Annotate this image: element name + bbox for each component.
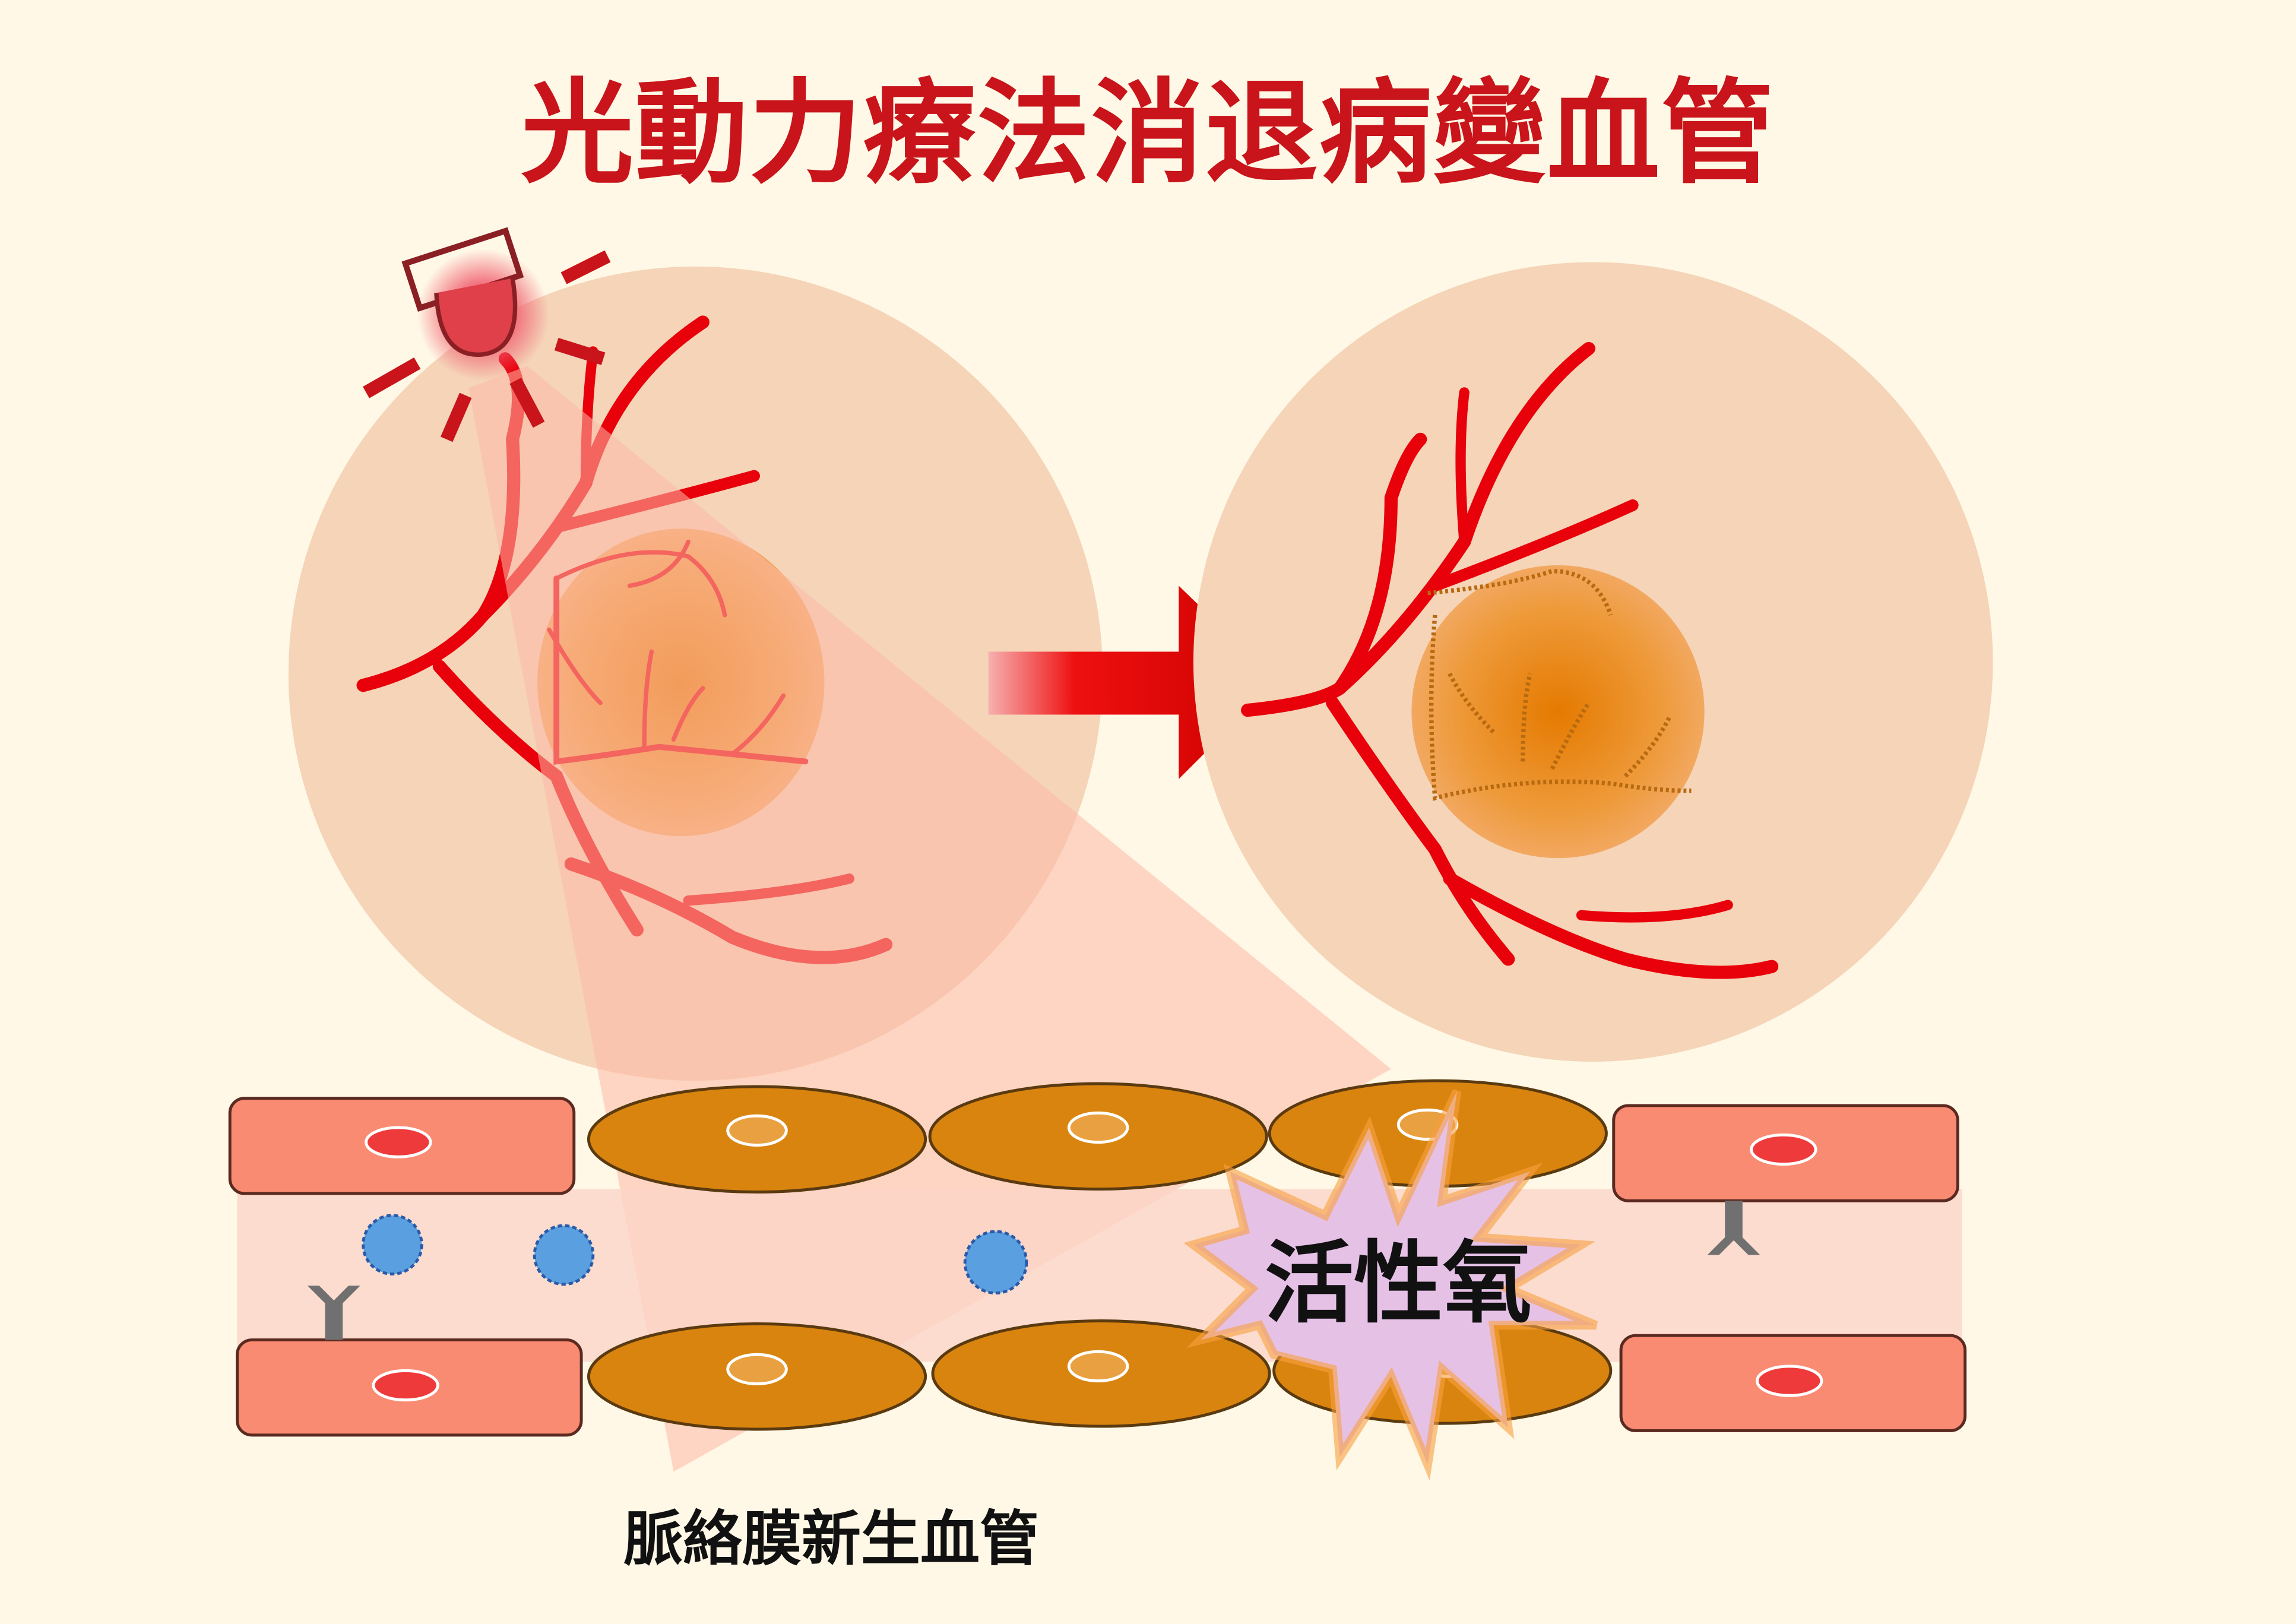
receptor-icon [307, 1201, 1760, 1340]
ros-burst [1183, 1089, 1598, 1481]
endothelial-cell [228, 1097, 576, 1195]
endothelial-cells [228, 1097, 1967, 1437]
endothelial-cell [236, 1338, 583, 1437]
endothelial-cell [1612, 1104, 1959, 1202]
photosensitizer-particle-icon [362, 1214, 1028, 1295]
reactive-oxygen-label: 活性氧 [1265, 1232, 1532, 1335]
retina-after [1193, 262, 1993, 1062]
endothelial-cell [1619, 1334, 1967, 1432]
laser-light-icon [363, 227, 611, 442]
page-title: 光動力療法消退病變血管 [521, 68, 1775, 199]
cnv-label: 脈絡膜新生血管 [623, 1504, 1039, 1574]
